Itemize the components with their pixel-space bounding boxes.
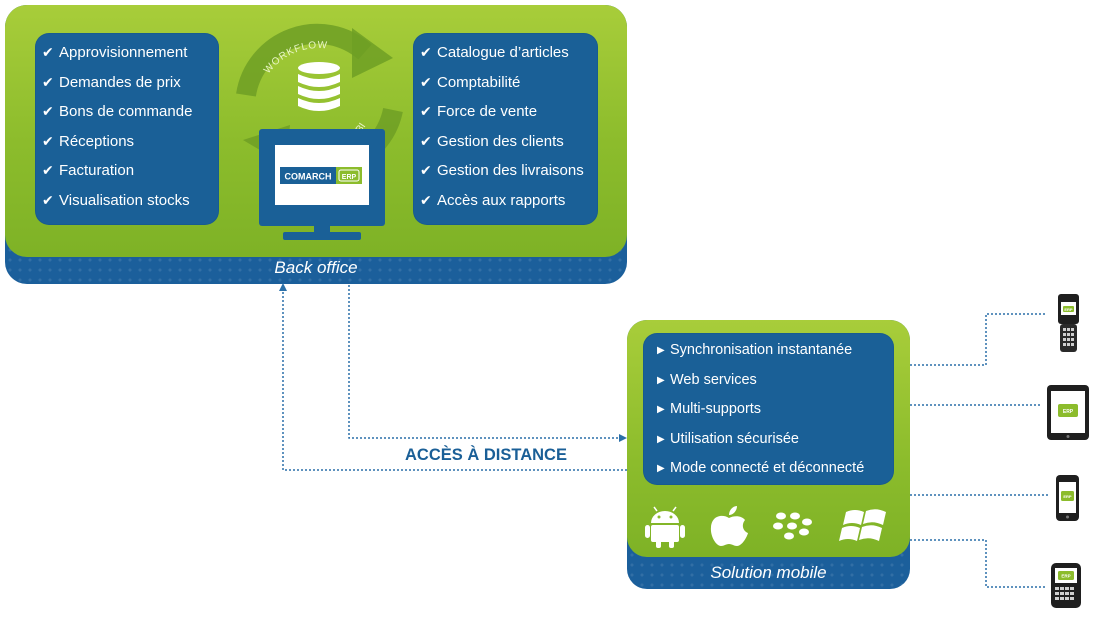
list-item: ▶Synchronisation instantanée: [657, 336, 894, 366]
logo-brand: COMARCH: [285, 172, 332, 182]
list-item: ✔Bons de commande: [42, 97, 219, 127]
list-item: ✔Force de vente: [420, 97, 598, 127]
back-office-left-panel: ✔Approvisionnement ✔Demandes de prix ✔Bo…: [35, 33, 219, 225]
list-item: ✔Gestion des livraisons: [420, 156, 598, 186]
connector-mobile-to-backoffice: [282, 290, 627, 471]
device-badge: ERP: [1063, 409, 1074, 415]
list-item: ✔Réceptions: [42, 127, 219, 157]
back-office-title: Back office: [274, 258, 358, 277]
check-icon: ✔: [420, 44, 432, 60]
bullet-arrow-icon: ▶: [657, 463, 665, 474]
check-icon: ✔: [420, 132, 432, 149]
list-item: ✔Visualisation stocks: [42, 186, 219, 216]
check-icon: ✔: [420, 73, 432, 90]
check-icon: ✔: [420, 103, 432, 119]
dotted-connectors: [282, 285, 1050, 588]
device-badge: ERP: [1061, 574, 1070, 579]
bullet-arrow-icon: ▶: [657, 433, 665, 445]
connector-device-4: [910, 539, 1046, 588]
list-item: ✔Approvisionnement: [42, 38, 219, 68]
list-item: ✔Accès aux rapports: [420, 186, 598, 216]
comarch-erp-logo: COMARCH ERP: [280, 167, 362, 184]
arrowhead-to-backoffice: [279, 283, 287, 291]
device-badge: ERP: [1064, 307, 1073, 312]
list-item: ▶Mode connecté et déconnecté: [657, 454, 894, 484]
tablet-icon: ERP: [1047, 385, 1089, 440]
list-item: ▶Multi-supports: [657, 395, 894, 425]
bullet-arrow-icon: ▶: [657, 374, 665, 386]
check-icon: ✔: [42, 162, 54, 178]
solution-mobile-title: Solution mobile: [710, 563, 827, 582]
android-icon: [645, 506, 685, 548]
check-icon: ✔: [42, 44, 54, 60]
check-icon: ✔: [42, 132, 54, 149]
connector-backoffice-to-mobile: [348, 285, 620, 439]
back-office-left-list: ✔Approvisionnement ✔Demandes de prix ✔Bo…: [35, 33, 219, 215]
windows-icon: [839, 509, 886, 541]
back-office-right-panel: ✔Catalogue d’articles ✔Comptabilité ✔For…: [413, 33, 598, 225]
device-badge: ERP: [1063, 494, 1072, 499]
keyboard-phone-icon: ERP: [1051, 563, 1081, 608]
logo-product: ERP: [342, 174, 357, 181]
list-item: ▶Web services: [657, 366, 894, 396]
list-item: ✔Comptabilité: [420, 68, 598, 98]
database-icon: [298, 62, 340, 111]
check-icon: ✔: [42, 73, 54, 90]
arrowhead-to-mobile: [619, 434, 627, 442]
check-icon: ✔: [420, 191, 432, 208]
solution-mobile-list: ▶Synchronisation instantanée ▶Web servic…: [643, 333, 894, 484]
list-item: ✔Catalogue d’articles: [420, 38, 598, 68]
list-item: ✔Gestion des clients: [420, 127, 598, 157]
check-icon: ✔: [420, 162, 432, 178]
bullet-arrow-icon: ▶: [657, 404, 665, 415]
check-icon: ✔: [42, 103, 54, 119]
bullet-arrow-icon: ▶: [657, 345, 665, 356]
list-item: ▶Utilisation sécurisée: [657, 425, 894, 455]
blackberry-icon: [773, 512, 812, 540]
smartphone-icon: ERP: [1056, 475, 1079, 521]
connector-device-1: [910, 313, 1046, 366]
apple-icon: [710, 506, 748, 546]
back-office-right-list: ✔Catalogue d’articles ✔Comptabilité ✔For…: [413, 33, 598, 215]
solution-mobile-panel: ▶Synchronisation instantanée ▶Web servic…: [643, 333, 894, 485]
handheld-scanner-icon: ERP: [1058, 294, 1079, 352]
list-item: ✔Demandes de prix: [42, 68, 219, 98]
check-icon: ✔: [42, 191, 54, 208]
remote-access-label: ACCÈS À DISTANCE: [405, 446, 567, 464]
list-item: ✔Facturation: [42, 156, 219, 186]
